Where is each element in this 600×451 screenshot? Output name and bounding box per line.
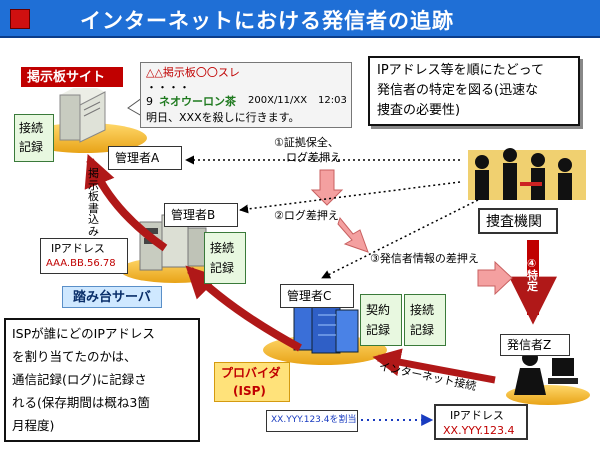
title-square-icon: [10, 9, 30, 29]
explanation-box: IPアドレス等を順にたどって 発信者の特定を図る(迅速な 捜査の必要性): [368, 56, 580, 126]
admin-c: 管理者C: [280, 284, 354, 308]
isp-note-line-5: 月程度): [12, 418, 55, 433]
isp-note-line-4: れる(保存期間は概ね3箇: [12, 395, 150, 410]
connect-log-2-line-2: 記録: [210, 261, 235, 275]
admin-a-label: 管理者A: [115, 151, 160, 165]
isp-note-line-2: を割り当てたのかは、: [12, 349, 137, 364]
connect-log-1-line-1: 接続: [19, 121, 44, 135]
provider-line-2: (ISP): [233, 384, 266, 398]
ip-b-value: AAA.BB.56.78: [46, 258, 116, 269]
bbs-write-label: 掲示板書込み: [88, 167, 99, 238]
pink-arrow-step3: [477, 260, 513, 296]
pink-arrow-step2: [337, 216, 369, 253]
assigned-ip-box: XX.YYY.123.4を割当: [266, 410, 358, 432]
post-body: 明日、XXXを殺しに行きます。: [146, 111, 300, 124]
ip-b-label: IPアドレス: [51, 242, 105, 255]
post-thread: △△掲示板〇〇スレ: [146, 66, 240, 79]
admin-b: 管理者B: [164, 203, 238, 227]
explanation-line-1: IPアドレス等を順にたどって: [377, 63, 545, 78]
stepping-server-text: 踏み台サーバ: [73, 290, 151, 305]
bbs-site-label: 掲示板サイト: [20, 66, 124, 88]
ip-z-value: XX.YYY.123.4: [443, 424, 515, 437]
post-dots: ・・・・: [146, 81, 190, 94]
step1-line-1: ①証拠保全、: [274, 136, 339, 149]
bbs-site-text: 掲示板サイト: [27, 70, 106, 85]
title-bar: インターネットにおける発信者の追跡: [0, 0, 600, 38]
connect-log-2-line-1: 接続: [210, 241, 235, 255]
investigation-image: [468, 148, 586, 200]
stepping-server-label: 踏み台サーバ: [62, 286, 162, 308]
bbs-post-box: △△掲示板〇〇スレ ・・・・ 9 ネオウーロン茶 200X/11/XX 12:0…: [140, 62, 352, 128]
page-title: インターネットにおける発信者の追跡: [80, 9, 454, 33]
provider-label: プロバイダ (ISP): [214, 362, 290, 402]
isp-note-box: ISPが誰にどのIPアドレス を割り当てたのかは、 通信記録(ログ)に記録さ れ…: [4, 318, 200, 442]
dotted-to-admin-b: [239, 181, 461, 214]
arrow-bbs-write: [84, 154, 168, 252]
step3-label: ③発信者情報の差押え: [370, 252, 479, 265]
dotted-to-admin-c: [321, 199, 479, 279]
assigned-ip-text: XX.YYY.123.4を割当: [271, 415, 357, 425]
provider-line-1: プロバイダ: [221, 366, 281, 380]
arrow-internet-connection: [372, 348, 496, 384]
arrow-isp-to-server: [185, 265, 302, 352]
contract-log: 契約 記録: [360, 294, 402, 346]
post-number: 9: [146, 95, 153, 108]
connect-log-2: 接続 記録: [204, 232, 246, 284]
step2-label: ②ログ差押え: [274, 209, 339, 222]
ip-address-z: IPアドレス XX.YYY.123.4: [434, 404, 528, 440]
connect-log-c-line-1: 接続: [410, 303, 435, 317]
explanation-line-3: 捜査の必要性): [377, 103, 461, 118]
step4-label: ④特定: [527, 257, 538, 294]
sender-z-text: 発信者Z: [507, 338, 552, 352]
pink-arrow-step1: [310, 169, 344, 206]
ip-z-label: IPアドレス: [450, 409, 504, 422]
connect-log-1: 接続 記録: [14, 114, 54, 162]
step1-line-2: ログ差押え: [286, 151, 341, 164]
isp-note-line-3: 通信記録(ログ)に記録さ: [12, 372, 147, 387]
connect-log-c-line-2: 記録: [410, 323, 435, 337]
admin-c-label: 管理者C: [287, 289, 332, 303]
admin-a: 管理者A: [108, 146, 182, 170]
admin-b-label: 管理者B: [171, 208, 216, 222]
contract-log-line-2: 記録: [366, 323, 391, 337]
post-date: 200X/11/XX: [248, 95, 308, 106]
investigation-label: 捜査機関: [486, 214, 542, 230]
connect-log-1-line-2: 記録: [19, 140, 44, 154]
sender-z-label: 発信者Z: [500, 334, 570, 356]
connect-log-c: 接続 記録: [404, 294, 446, 346]
explanation-line-2: 発信者の特定を図る(迅速な: [377, 83, 539, 98]
post-name: ネオウーロン茶: [159, 95, 236, 108]
isp-note-line-1: ISPが誰にどのIPアドレス: [12, 326, 155, 341]
contract-log-line-1: 契約: [366, 303, 391, 317]
post-time: 12:03: [318, 95, 347, 106]
bbs-server-image: [59, 82, 106, 143]
investigation-box: 捜査機関: [478, 208, 558, 234]
ip-address-b: IPアドレス AAA.BB.56.78: [40, 238, 128, 274]
